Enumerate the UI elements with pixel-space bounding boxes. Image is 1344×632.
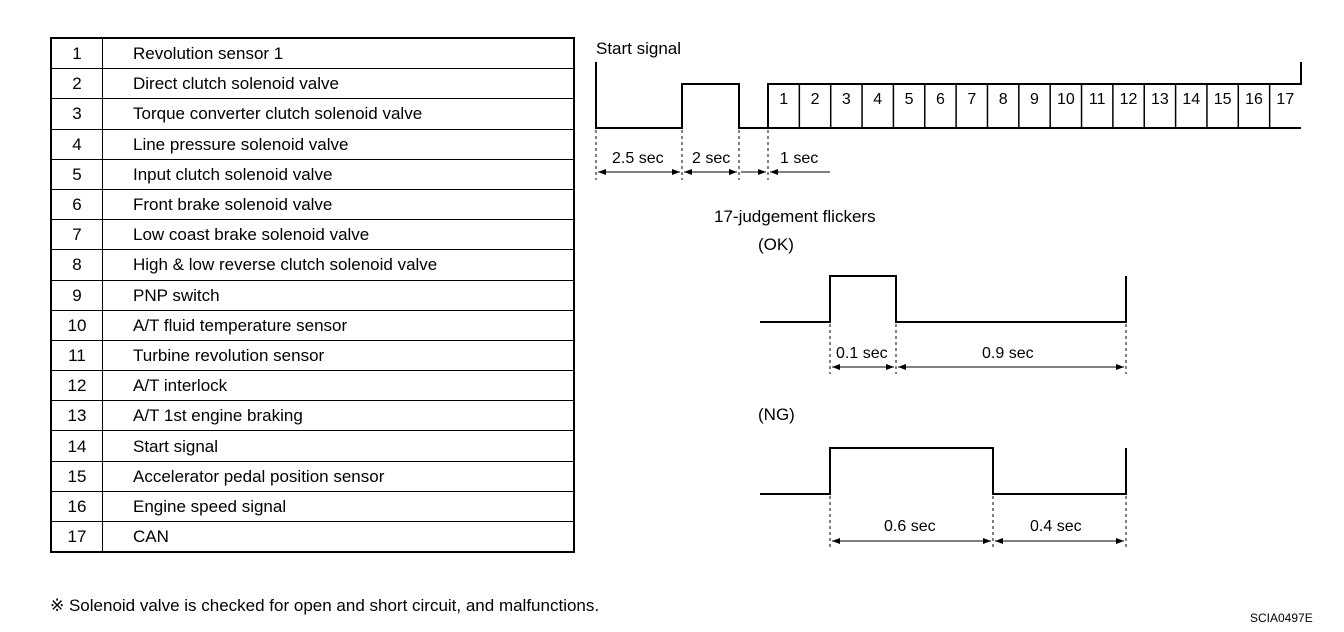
start-signal-label: Start signal (596, 39, 681, 58)
row-item-name: Low coast brake solenoid valve (102, 219, 574, 251)
row-item-name: A/T interlock (102, 370, 574, 402)
slot-label: 17 (1276, 91, 1294, 108)
row-number: 8 (51, 249, 103, 281)
ok-low-duration: 0.9 sec (982, 345, 1034, 362)
row-item-name: CAN (102, 521, 574, 553)
ng-dimensions (829, 496, 1127, 548)
row-item-name: A/T fluid temperature sensor (102, 310, 574, 341)
slot-label: 10 (1057, 91, 1075, 108)
row-item-name: Start signal (102, 430, 574, 462)
ng-waveform (760, 447, 1127, 495)
row-item-name: Turbine revolution sensor (102, 340, 574, 372)
row-item-name: Front brake solenoid valve (102, 189, 574, 221)
ok-label: (OK) (758, 235, 794, 254)
row-item-name: PNP switch (102, 280, 574, 311)
row-number: 7 (51, 219, 103, 251)
footnote: ※ Solenoid valve is checked for open and… (50, 596, 600, 615)
duration-first: 2.5 sec (612, 150, 664, 167)
slot-label: 5 (905, 91, 914, 108)
start-signal-waveform (595, 62, 1302, 129)
ng-label: (NG) (758, 405, 795, 424)
row-number: 17 (51, 521, 103, 553)
slot-label: 15 (1214, 91, 1232, 108)
ok-dimensions (829, 324, 1127, 374)
row-item-name: Accelerator pedal position sensor (102, 461, 574, 492)
duration-third: 1 sec (780, 150, 818, 167)
row-number: 3 (51, 98, 103, 130)
slot-label: 6 (936, 91, 945, 108)
ng-low-duration: 0.4 sec (1030, 518, 1082, 535)
figure-code: SCIA0497E (1250, 611, 1313, 625)
slot-label: 16 (1245, 91, 1263, 108)
row-item-name: Engine speed signal (102, 491, 574, 523)
row-number: 13 (51, 400, 103, 432)
row-item-name: Revolution sensor 1 (102, 38, 574, 70)
slot-label: 8 (999, 91, 1008, 108)
slot-label: 3 (842, 91, 851, 108)
slot-label: 2 (811, 91, 820, 108)
row-item-name: Input clutch solenoid valve (102, 159, 574, 190)
row-number: 4 (51, 129, 103, 160)
row-number: 11 (51, 340, 103, 372)
row-number: 10 (51, 310, 103, 341)
ok-high-duration: 0.1 sec (836, 345, 888, 362)
slot-label: 9 (1030, 91, 1039, 108)
row-number: 9 (51, 280, 103, 311)
row-number: 15 (51, 461, 103, 492)
row-number: 1 (51, 38, 103, 70)
row-item-name: Direct clutch solenoid valve (102, 68, 574, 100)
row-item-name: Line pressure solenoid valve (102, 129, 574, 160)
slot-label: 1 (779, 91, 788, 108)
row-number: 6 (51, 189, 103, 221)
slot-label: 7 (967, 91, 976, 108)
slot-label: 14 (1182, 91, 1200, 108)
row-item-name: Torque converter clutch solenoid valve (102, 98, 574, 130)
judgement-label: 17-judgement flickers (714, 207, 876, 226)
duration-second: 2 sec (692, 150, 730, 167)
slot-dividers (798, 84, 1271, 128)
row-item-name: A/T 1st engine braking (102, 400, 574, 432)
row-number: 5 (51, 159, 103, 190)
row-number: 12 (51, 370, 103, 402)
slot-label: 13 (1151, 91, 1169, 108)
slot-label: 4 (873, 91, 882, 108)
row-item-name: High & low reverse clutch solenoid valve (102, 249, 574, 281)
slot-label: 11 (1089, 91, 1106, 108)
row-number: 2 (51, 68, 103, 100)
slot-label: 12 (1120, 91, 1138, 108)
row-number: 14 (51, 430, 103, 462)
start-dimensions (595, 130, 830, 180)
ng-high-duration: 0.6 sec (884, 518, 936, 535)
row-number: 16 (51, 491, 103, 523)
ok-waveform (760, 275, 1127, 323)
